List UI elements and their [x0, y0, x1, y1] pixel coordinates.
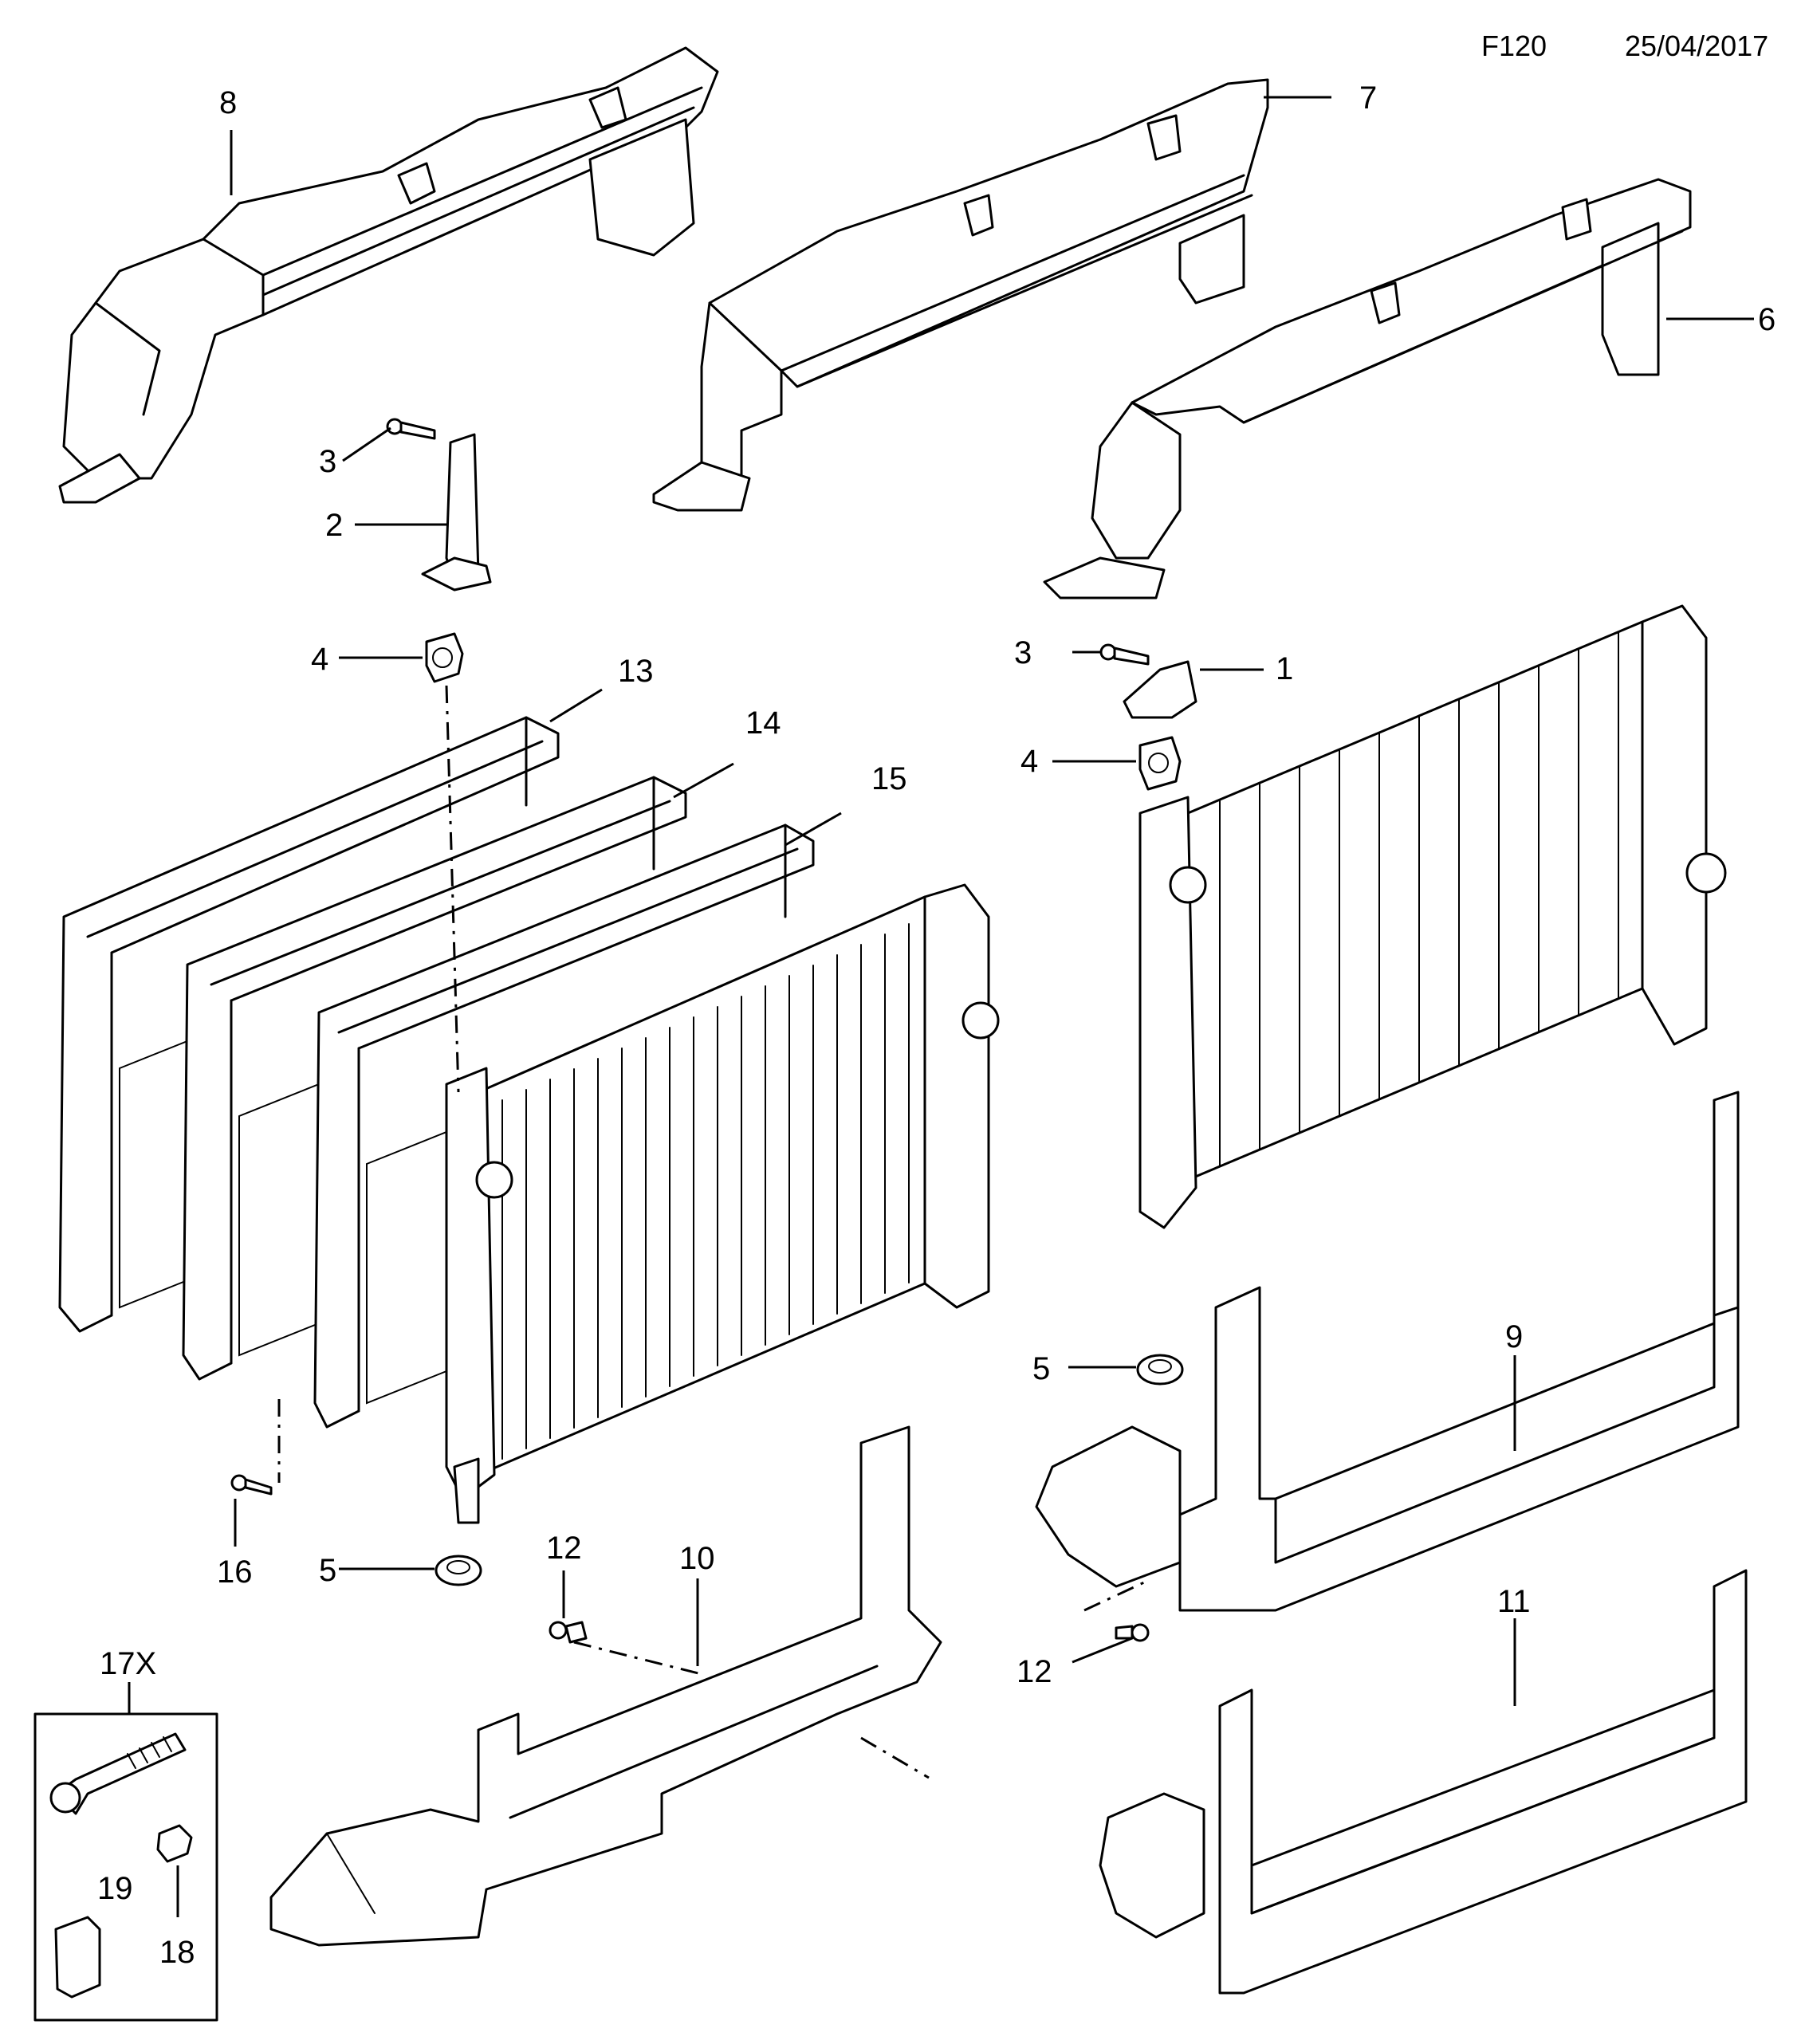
part-11-lower-frame[interactable] [1099, 1569, 1748, 1995]
part-1-bracket-right[interactable] [1123, 660, 1197, 719]
callout-8: 8 [219, 85, 237, 120]
part-3-bolt-left[interactable] [386, 418, 436, 440]
callout-7: 7 [1359, 81, 1377, 116]
callout-15: 15 [871, 761, 907, 796]
kit-17x-screw [49, 1732, 187, 1815]
part-8-air-deflector[interactable] [58, 46, 719, 504]
assembly-lines [277, 685, 1145, 1779]
part-13-fan-shroud[interactable] [58, 716, 560, 1333]
callout-16: 16 [217, 1555, 253, 1590]
leader-lines [128, 96, 1754, 1917]
part-12-clip-left[interactable] [549, 1621, 588, 1644]
callout-4-left: 4 [311, 642, 328, 677]
part-18-nut[interactable] [156, 1824, 193, 1863]
callout-10: 10 [679, 1541, 715, 1576]
part-5-mount-lower[interactable] [435, 1555, 482, 1586]
callout-1: 1 [1276, 651, 1293, 686]
callout-12-right: 12 [1017, 1654, 1052, 1689]
part-10-lower-deflector[interactable] [269, 1425, 942, 1947]
part-7-air-deflector[interactable] [652, 78, 1269, 512]
callout-5-lower: 5 [319, 1553, 336, 1588]
callout-2: 2 [325, 508, 343, 543]
callout-18: 18 [159, 1935, 195, 1970]
part-6-air-deflector[interactable] [1043, 178, 1692, 599]
radiator-left[interactable] [445, 883, 1000, 1524]
part-19-spacer[interactable] [54, 1916, 101, 1999]
callout-3-left: 3 [319, 444, 336, 479]
diagram-date: 25/04/2017 [1625, 29, 1768, 62]
callout-11: 11 [1497, 1584, 1531, 1619]
callout-14: 14 [745, 706, 781, 741]
callout-5-upper: 5 [1032, 1351, 1050, 1386]
diagram-code: F120 [1481, 29, 1547, 62]
callout-6: 6 [1758, 302, 1776, 337]
part-12-clip-right[interactable] [1115, 1623, 1150, 1642]
part-9-lower-frame[interactable] [1035, 1091, 1740, 1612]
callout-3-right: 3 [1014, 635, 1032, 670]
part-2-bracket-left[interactable] [421, 433, 492, 592]
callout-4-right: 4 [1020, 744, 1038, 779]
part-16-bolt[interactable] [230, 1474, 273, 1496]
callout-17x: 17X [100, 1646, 156, 1681]
part-4-mount-left[interactable] [425, 632, 464, 683]
callout-19: 19 [97, 1871, 133, 1906]
callout-12-left: 12 [546, 1531, 582, 1566]
part-3-bolt-right[interactable] [1099, 643, 1150, 666]
part-4-mount-right[interactable] [1138, 736, 1182, 791]
part-5-mount-upper[interactable] [1136, 1354, 1184, 1386]
callout-13: 13 [618, 654, 654, 689]
radiator-right[interactable] [1138, 604, 1727, 1229]
callout-9: 9 [1505, 1319, 1523, 1354]
callout-labels: 1 2 3 3 4 4 5 5 6 7 8 9 10 11 12 12 13 1… [97, 81, 1776, 1970]
